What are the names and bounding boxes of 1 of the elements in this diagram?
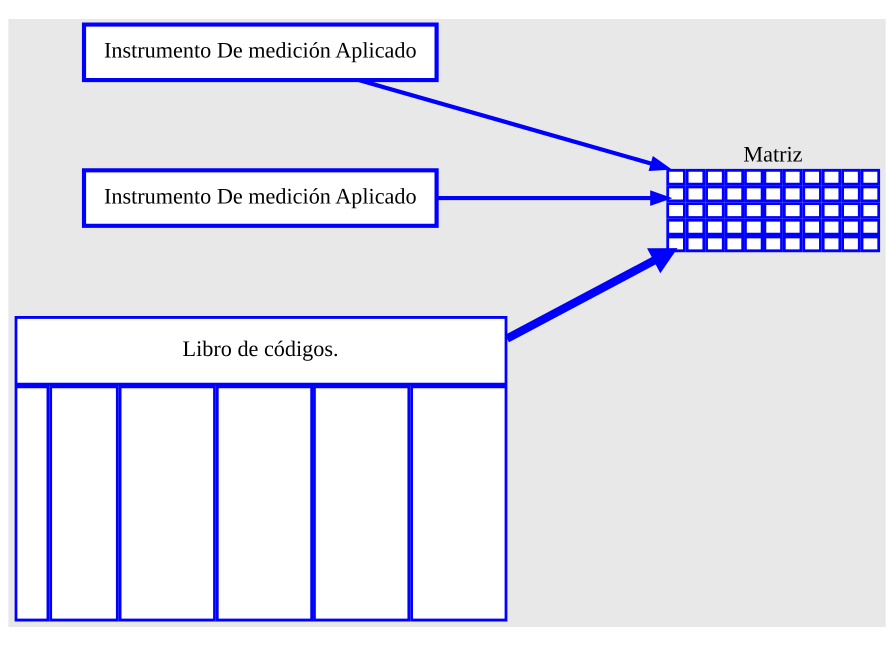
node-label: Matriz bbox=[743, 141, 803, 166]
